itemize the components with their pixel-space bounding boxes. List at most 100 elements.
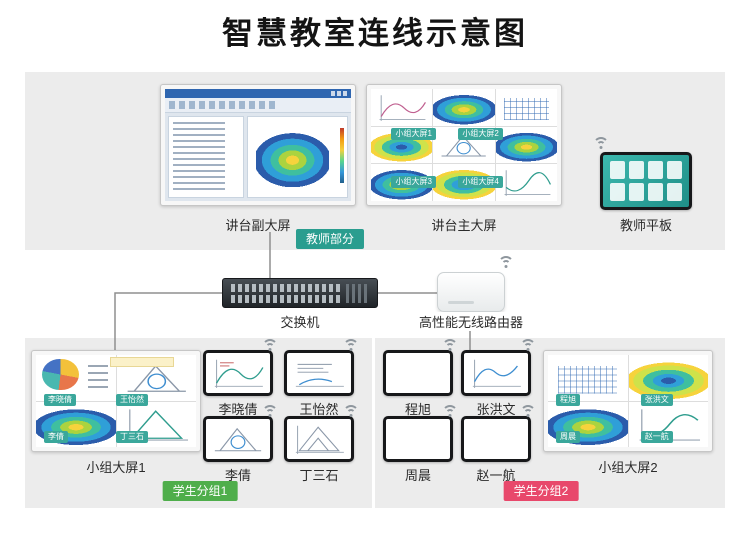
student-share-tag: 周晨 — [556, 431, 580, 444]
student-tablet-g1-4 — [284, 416, 354, 462]
tablet-screen — [287, 353, 351, 393]
colorbar — [340, 128, 344, 183]
group2-badge: 学生分组2 — [503, 481, 579, 501]
student-tablet-g1-2 — [284, 350, 354, 396]
student-share-tag: 王怡然 — [116, 393, 148, 406]
wifi-icon — [261, 405, 279, 419]
group2-screen-content: 程旭 张洪文 周晨 赵一航 — [548, 355, 708, 447]
podium-secondary-screen-content — [165, 89, 351, 201]
screen-tile — [495, 126, 557, 164]
tablet-screen — [464, 353, 528, 393]
page-title: 智慧教室连线示意图 — [222, 16, 528, 51]
wifi-icon — [497, 256, 515, 270]
wifi-icon — [441, 339, 459, 353]
student-name-label: 周晨 — [404, 468, 432, 483]
app-icons-grid — [610, 161, 682, 201]
switch-label: 交换机 — [280, 315, 320, 330]
math-sketch — [214, 427, 262, 452]
student-share-tag: 赵一航 — [640, 431, 673, 444]
app-icon — [648, 161, 663, 179]
app-icon — [610, 183, 625, 201]
student-tablet-g2-2 — [461, 350, 531, 396]
app-body — [165, 113, 351, 201]
student-tablet-g2-1 — [383, 350, 453, 396]
wifi-icon — [342, 339, 360, 353]
screen-tile — [433, 89, 495, 126]
group2-screen-label: 小组大屏2 — [598, 460, 658, 475]
app-icon — [667, 161, 682, 179]
wifi-icon — [519, 339, 537, 353]
screen-tile — [371, 89, 433, 126]
podium-main-screen-label: 讲台主大屏 — [431, 218, 497, 233]
math-sketch — [127, 364, 186, 392]
teacher-tablet-label: 教师平板 — [619, 218, 673, 233]
teacher-tablet-screen — [603, 155, 689, 207]
screen-tile — [628, 355, 708, 401]
app-icon — [667, 183, 682, 201]
wifi-icon — [519, 405, 537, 419]
group1-badge: 学生分组1 — [162, 481, 238, 501]
student-share-tag: 李倩 — [44, 431, 68, 444]
group1-screen: 李晓倩 王怡然 李倩 丁三石 — [31, 350, 201, 452]
wire-switch-to-group1 — [114, 292, 222, 356]
student-name-label: 张洪文 — [476, 402, 516, 417]
group-screen-tag: 小组大屏3 — [391, 176, 436, 189]
group1-screen-content: 李晓倩 王怡然 李倩 丁三石 — [36, 355, 196, 447]
screen-tile — [495, 164, 557, 201]
screen-tile — [495, 89, 557, 126]
student-share-tag: 张洪文 — [640, 393, 673, 406]
podium-main-screen-content: 小组大屏1 小组大屏2 小组大屏3 小组大屏4 — [371, 89, 557, 201]
app-toolbar — [165, 98, 351, 113]
tablet-screen — [386, 353, 450, 393]
group-divider — [372, 338, 375, 508]
wifi-icon — [441, 405, 459, 419]
student-share-tag: 丁三石 — [116, 431, 148, 444]
math-sketch — [214, 359, 264, 388]
group2-screen: 程旭 张洪文 周晨 赵一航 — [543, 350, 713, 452]
router-label: 高性能无线路由器 — [415, 312, 527, 331]
math-sketch — [504, 170, 551, 197]
app-icon — [610, 161, 625, 179]
math-sketch — [472, 359, 521, 388]
podium-main-screen: 小组大屏1 小组大屏2 小组大屏3 小组大屏4 — [366, 84, 562, 206]
student-tablet-g1-1 — [203, 350, 273, 396]
group-screen-tag: 小组大屏1 — [391, 128, 436, 141]
student-name-label: 李晓倩 — [218, 402, 258, 417]
wifi-icon — [261, 339, 279, 353]
app-icon — [629, 183, 644, 201]
student-name-label: 程旭 — [404, 402, 432, 417]
app-icon — [648, 183, 663, 201]
student-share-tag: 程旭 — [556, 393, 580, 406]
wireless-router — [437, 272, 505, 312]
math-sketch — [379, 95, 427, 121]
whiteboard-header — [109, 356, 174, 367]
code-panel — [168, 116, 244, 198]
app-titlebar — [165, 89, 351, 98]
group-screen-tag: 小组大屏2 — [458, 128, 503, 141]
math-sketch — [295, 425, 344, 454]
tablet-screen — [206, 353, 270, 393]
student-share-tag: 李晓倩 — [44, 393, 76, 406]
teacher-tablet — [600, 152, 692, 210]
wifi-icon — [592, 137, 610, 151]
plot-panel — [246, 116, 348, 198]
switch-ports-row — [231, 295, 341, 303]
wifi-icon — [342, 405, 360, 419]
student-tablet-g1-3 — [203, 416, 273, 462]
podium-secondary-screen — [160, 84, 356, 206]
switch-ports-row — [231, 284, 341, 292]
student-tablet-g2-4 — [461, 416, 531, 462]
surface-plot — [255, 125, 330, 189]
tablet-screen — [464, 419, 528, 459]
podium-secondary-screen-label: 讲台副大屏 — [225, 218, 291, 233]
screen-tile — [36, 355, 116, 401]
switch-uplink-ports — [346, 284, 370, 303]
student-name-label: 王怡然 — [299, 402, 339, 417]
tablet-screen — [206, 419, 270, 459]
student-tablet-g2-3 — [383, 416, 453, 462]
tablet-screen — [287, 419, 351, 459]
student-name-label: 赵一航 — [476, 468, 516, 483]
teacher-section-badge: 教师部分 — [295, 229, 365, 249]
